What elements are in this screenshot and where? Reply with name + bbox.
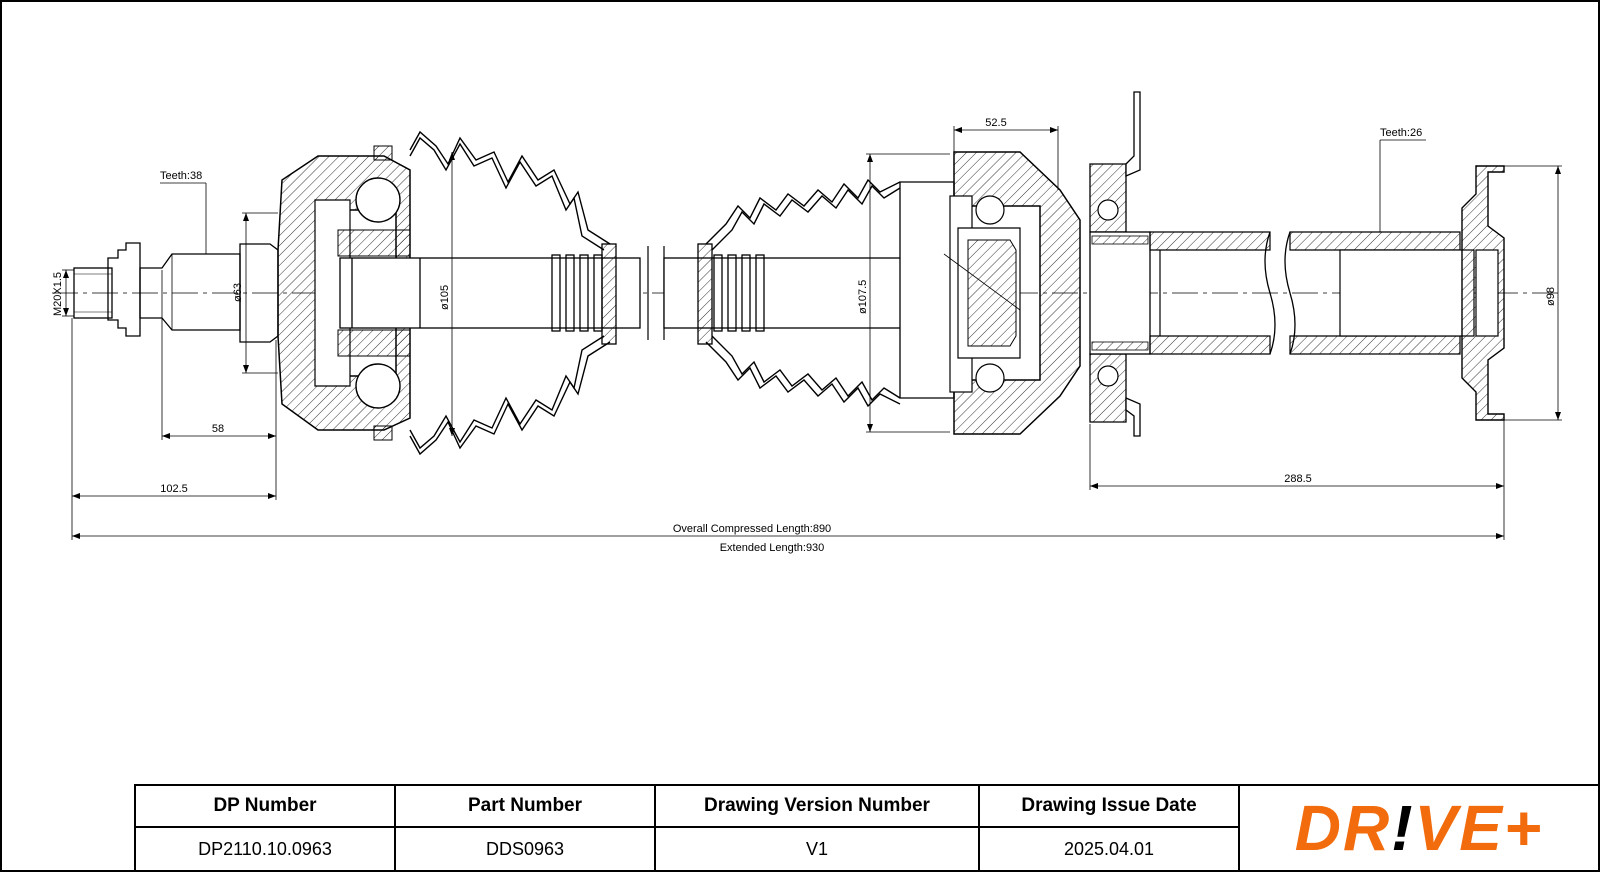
logo-ve: VE	[1414, 792, 1504, 864]
threaded-stub	[73, 242, 279, 343]
label-dia-63: ø63	[232, 283, 244, 302]
dimension-arrows	[63, 127, 1561, 539]
value-drawing-version: V1	[656, 828, 980, 872]
value-part-number: DDS0963	[396, 828, 656, 872]
inner-cv-joint	[899, 151, 1081, 435]
label-thread: M20X1.5	[52, 272, 64, 316]
label-dia-105: ø105	[439, 285, 451, 310]
label-288-5: 288.5	[1284, 473, 1312, 485]
outer-boot	[409, 130, 611, 456]
dimension-lines	[62, 126, 1562, 540]
label-52-5: 52.5	[985, 117, 1006, 129]
output-flange	[1461, 165, 1505, 421]
label-extended-length: Extended Length:930	[720, 542, 825, 554]
header-drawing-issue-date: Drawing Issue Date	[980, 784, 1240, 828]
value-drawing-issue-date: 2025.04.01	[980, 828, 1240, 872]
bearing-bracket	[1089, 91, 1151, 437]
label-overall-length: Overall Compressed Length:890	[673, 523, 831, 535]
label-58: 58	[212, 423, 224, 435]
label-102-5: 102.5	[160, 483, 188, 495]
header-part-number: Part Number	[396, 784, 656, 828]
label-teeth-left: Teeth:38	[160, 170, 202, 182]
logo-exclamation: !	[1391, 792, 1415, 864]
label-dia-107-5: ø107.5	[857, 280, 869, 314]
label-dia-98: ø98	[1545, 287, 1557, 306]
shaft-left	[339, 243, 641, 345]
label-teeth-right: Teeth:26	[1380, 127, 1422, 139]
header-drawing-version: Drawing Version Number	[656, 784, 980, 828]
inner-boot	[705, 178, 901, 408]
header-dp-number: DP Number	[134, 784, 396, 828]
value-dp-number: DP2110.10.0963	[134, 828, 396, 872]
drive-plus-logo: DR!VE+	[1240, 784, 1598, 870]
outer-cv-joint	[277, 145, 411, 441]
title-block: DP Number Part Number Drawing Version Nu…	[134, 784, 1600, 872]
logo-plus: +	[1503, 792, 1544, 864]
logo-dr: DR	[1294, 792, 1392, 864]
intermediate-tube	[1149, 231, 1475, 355]
